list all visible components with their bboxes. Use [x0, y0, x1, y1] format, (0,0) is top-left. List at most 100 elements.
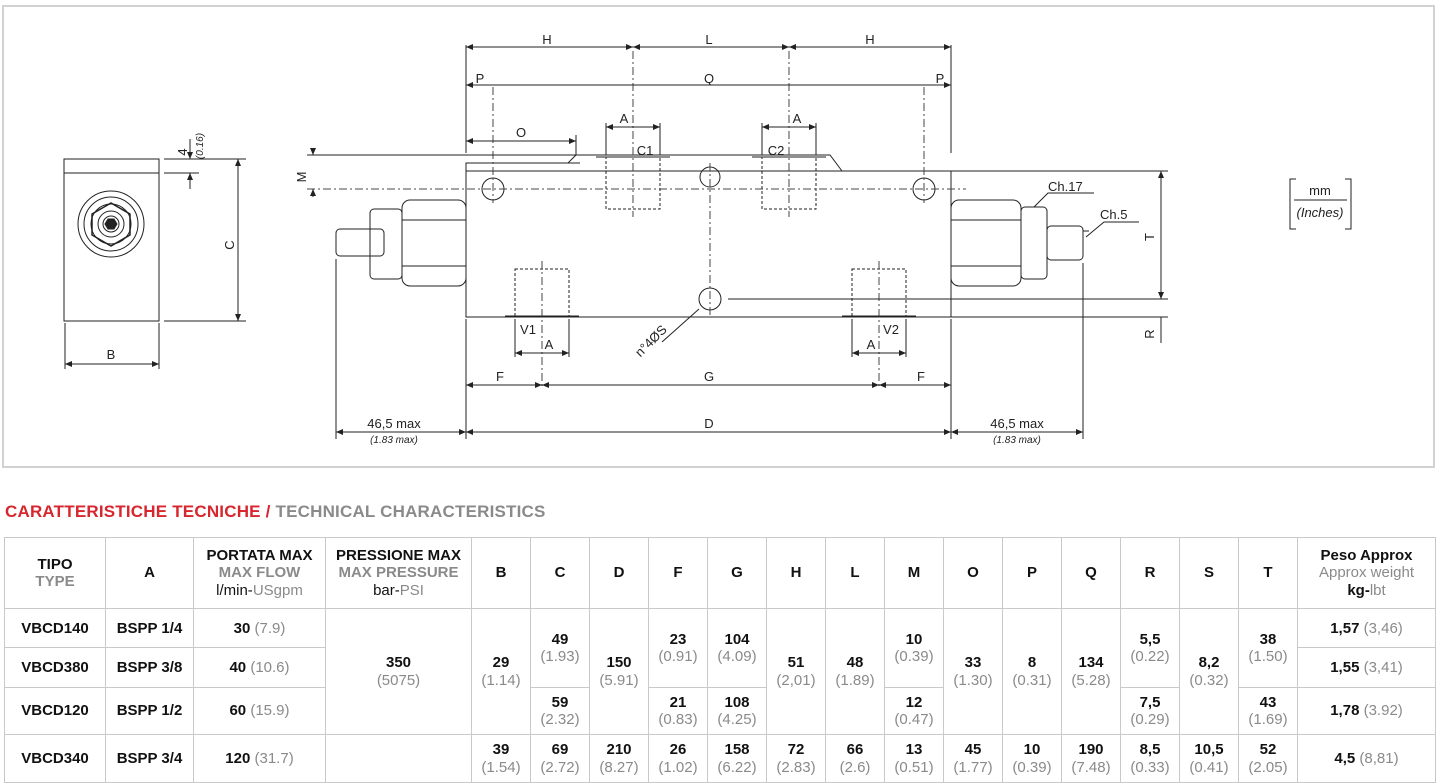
- dim-label-4-inches: (0.16): [195, 133, 206, 159]
- dim-label-m: M: [294, 172, 309, 183]
- cell-flow: 60 (15.9): [193, 686, 326, 736]
- cell-o: 33(1.30): [943, 607, 1003, 736]
- valve-technical-drawing: H L H P Q P O A A C1 C2 M C B 4 (0.16) C…: [63, 32, 1352, 446]
- cell-tipo: VBCD380: [4, 647, 106, 688]
- label-ch5: Ch.5: [1100, 207, 1127, 222]
- cell-m: 12(0.47): [884, 686, 944, 736]
- dim-label-o: O: [516, 125, 526, 140]
- cell-flow: 120 (31.7): [193, 734, 326, 783]
- dim-label-p-left: P: [476, 71, 485, 86]
- cell-b: 29(1.14): [471, 607, 531, 736]
- dim-label-max-left: 46,5 max: [367, 416, 421, 431]
- cell-a: BSPP 3/8: [105, 647, 194, 688]
- dim-label-max-right-inches: (1.83 max): [993, 435, 1041, 446]
- cell-m: 10(0.39): [884, 608, 944, 688]
- header-b: B: [471, 537, 531, 609]
- table-row: VBCD140 BSPP 1/4 30 (7.9) 350(5075) 29(1…: [4, 607, 1436, 736]
- cell-f: 21(0.83): [648, 686, 708, 736]
- cell-c: 59(2.32): [530, 686, 590, 736]
- cell-p: 8(0.31): [1002, 607, 1062, 736]
- port-label-v2: V2: [883, 322, 899, 337]
- dim-label-4: 4: [175, 148, 190, 155]
- cell-c: 69(2.72): [530, 734, 590, 783]
- cell-c: 49(1.93): [530, 608, 590, 688]
- cell-l: 48(1.89): [825, 607, 885, 736]
- header-d: D: [589, 537, 649, 609]
- cell-m: 13(0.51): [884, 734, 944, 783]
- dim-label-h-right: H: [865, 32, 874, 47]
- header-h: H: [766, 537, 826, 609]
- cell-a: BSPP 1/2: [105, 686, 194, 736]
- cell-r: 7,5(0.29): [1120, 686, 1180, 736]
- dim-label-a-v1: A: [545, 337, 554, 352]
- cell-d: 150(5.91): [589, 607, 649, 736]
- dim-label-f-right: F: [917, 369, 925, 384]
- dim-label-a-c1: A: [620, 111, 629, 126]
- cell-r: 5,5(0.22): [1120, 608, 1180, 688]
- cell-a: BSPP 3/4: [105, 734, 194, 783]
- cell-tipo: VBCD140: [4, 607, 106, 649]
- cell-f: 23(0.91): [648, 608, 708, 688]
- cell-h: 72(2.83): [766, 734, 826, 783]
- header-p: P: [1002, 537, 1062, 609]
- cell-t: 43(1.69): [1238, 686, 1298, 736]
- cell-g: 108(4.25): [707, 686, 767, 736]
- dim-label-max-left-inches: (1.83 max): [370, 435, 418, 446]
- port-label-v1: V1: [520, 322, 536, 337]
- cell-s: 10,5(0.41): [1179, 734, 1239, 783]
- hole-label-s: n°4ØS: [632, 322, 670, 360]
- cell-pressure-empty: [325, 734, 472, 783]
- cell-r: 8,5(0.33): [1120, 734, 1180, 783]
- valve-body: [465, 170, 952, 318]
- dim-label-a-c2: A: [793, 111, 802, 126]
- cell-t: 38(1.50): [1238, 608, 1298, 688]
- dim-label-b: B: [107, 347, 116, 362]
- dim-label-h-left: H: [542, 32, 551, 47]
- unit-label-inches: (Inches): [1297, 205, 1344, 220]
- cell-weight: 1,57 (3,46): [1297, 607, 1436, 649]
- header-c: C: [530, 537, 590, 609]
- dim-label-g: G: [704, 369, 714, 384]
- dim-label-q: Q: [704, 71, 714, 86]
- dim-label-r: R: [1142, 329, 1157, 338]
- header-o: O: [943, 537, 1003, 609]
- cell-g: 158(6.22): [707, 734, 767, 783]
- cell-q: 134(5.28): [1061, 607, 1121, 736]
- dim-label-d: D: [704, 416, 713, 431]
- port-label-c2: C2: [768, 143, 785, 158]
- cell-pressure: 350(5075): [325, 607, 472, 736]
- cell-t: 52(2.05): [1238, 734, 1298, 783]
- dim-label-t: T: [1142, 233, 1157, 241]
- dim-label-f-left: F: [496, 369, 504, 384]
- header-s: S: [1179, 537, 1239, 609]
- dim-label-max-right: 46,5 max: [990, 416, 1044, 431]
- table-row: VBCD340 BSPP 3/4 120 (31.7) 39(1.54) 69(…: [4, 734, 1436, 783]
- side-view-body: [63, 158, 160, 322]
- header-a: A: [105, 537, 194, 609]
- cell-weight: 4,5 (8,81): [1297, 734, 1436, 783]
- cell-a: BSPP 1/4: [105, 607, 194, 649]
- cell-p: 10(0.39): [1002, 734, 1062, 783]
- technical-drawing-panel: H L H P Q P O A A C1 C2 M C B 4 (0.16) C…: [2, 5, 1435, 468]
- cell-f: 26(1.02): [648, 734, 708, 783]
- cell-weight: 1,78 (3.92): [1297, 686, 1436, 736]
- dim-label-l: L: [705, 32, 712, 47]
- port-label-c1: C1: [637, 143, 654, 158]
- cell-q: 190(7.48): [1061, 734, 1121, 783]
- side-view-hex: [91, 202, 131, 247]
- header-g: G: [707, 537, 767, 609]
- cell-tipo: VBCD340: [4, 734, 106, 783]
- header-f: F: [648, 537, 708, 609]
- header-t: T: [1238, 537, 1298, 609]
- cell-s: 8,2(0.32): [1179, 607, 1239, 736]
- cell-g: 104(4.09): [707, 608, 767, 688]
- table-row: VBCD120 BSPP 1/2 60 (15.9) 59(2.32) 21(0…: [4, 686, 1436, 736]
- header-r: R: [1120, 537, 1180, 609]
- cell-tipo: VBCD120: [4, 686, 106, 736]
- header-l: L: [825, 537, 885, 609]
